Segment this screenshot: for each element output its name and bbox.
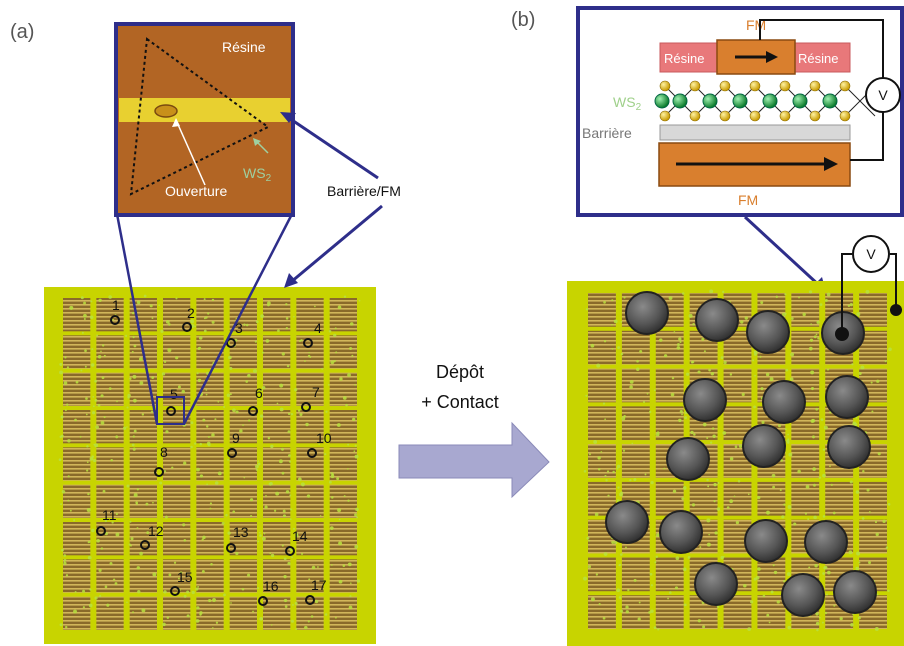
contact-pad: [683, 378, 727, 422]
site-number: 14: [292, 528, 308, 544]
site-marker: [226, 543, 236, 553]
contact-pad: [605, 500, 649, 544]
site-marker: [170, 586, 180, 596]
voltmeter-icon: [865, 77, 901, 113]
site-number: 17: [311, 577, 327, 593]
site-number: 1: [112, 297, 120, 313]
contact-pad: [742, 424, 786, 468]
site-marker: [305, 595, 315, 605]
opening: [154, 104, 178, 118]
site-marker: [285, 546, 295, 556]
contact-pads: [605, 291, 877, 617]
contact-pad: [781, 573, 825, 617]
contact-pad: [625, 291, 669, 335]
selection-box: [156, 396, 185, 425]
site-marker: [110, 315, 120, 325]
site-number: 15: [177, 569, 193, 585]
barrier-fm-arrow-substrate: [290, 204, 383, 284]
panel-a-label: (a): [10, 21, 34, 43]
site-number: 16: [263, 578, 279, 594]
measurement-circuit: V: [835, 235, 902, 341]
substrate-a: [44, 287, 376, 644]
site-marker: [303, 338, 313, 348]
barrier-fm-arrow-inset: [285, 114, 379, 180]
site-number: 10: [316, 430, 332, 446]
site-number: 5: [170, 386, 178, 402]
zoom-line-right: [182, 213, 294, 425]
site-number: 12: [148, 523, 164, 539]
site-number: 11: [102, 507, 117, 523]
inset-ws2-label: WS2: [243, 165, 272, 184]
contact-pad: [804, 520, 848, 564]
contact-pad: [666, 437, 710, 481]
barrier-stripe: [119, 98, 290, 122]
site-marker: [227, 448, 237, 458]
contact-pad: [695, 298, 739, 342]
device-schematic: Résine Résine FM WS2 Barrière FM V: [576, 6, 904, 217]
inset-micrograph: Résine Ouverture WS2: [114, 22, 295, 217]
barrier-layer: [659, 124, 851, 141]
voltmeter-label: V: [878, 87, 888, 103]
site-marker: [248, 406, 258, 416]
contact-pad: [833, 570, 877, 614]
site-number: 6: [255, 385, 263, 401]
site-number: 9: [232, 430, 240, 446]
site-number: 4: [314, 320, 322, 336]
site-marker: [301, 402, 311, 412]
opening-pointer: [175, 119, 206, 186]
contact-pad: [825, 375, 869, 419]
site-marker: [140, 540, 150, 550]
process-label-line2: + Contact: [421, 392, 499, 412]
site-number: 13: [233, 524, 249, 540]
ws2-lattice: [654, 80, 876, 122]
contact-pad: [762, 380, 806, 424]
resin-right: [794, 42, 851, 73]
schematic-pointer: [743, 215, 823, 289]
site-marker: [166, 406, 176, 416]
site-marker: [258, 596, 268, 606]
resin-left: [659, 42, 718, 73]
panel-b-label: (b): [511, 9, 535, 31]
voltmeter-b-icon: [852, 235, 890, 273]
process-arrow: [398, 421, 550, 499]
inset-opening-label: Ouverture: [165, 183, 227, 199]
process-label-line1: Dépôt: [436, 362, 484, 382]
contact-pad: [659, 510, 703, 554]
site-marker: [96, 526, 106, 536]
site-number: 2: [187, 305, 195, 321]
contact-pad: [827, 425, 871, 469]
contact-pad: [694, 562, 738, 606]
resin-right-label: Résine: [798, 51, 838, 66]
voltmeter-b-label: V: [866, 246, 876, 262]
barrier-label: Barrière: [582, 125, 632, 141]
resin-left-label: Résine: [664, 51, 704, 66]
contact-pad: [744, 519, 788, 563]
ws2-label: WS2: [613, 94, 642, 113]
fm-bottom-label: FM: [738, 192, 758, 208]
zoom-line-left: [115, 213, 159, 425]
site-number: 7: [312, 384, 320, 400]
inset-resin-label: Résine: [222, 39, 266, 55]
barrier-fm-label: Barrière/FM: [327, 183, 401, 199]
site-number: 3: [235, 320, 243, 336]
site-number: 8: [160, 444, 168, 460]
contact-pad: [746, 310, 790, 354]
ws2-flake-outline: [129, 37, 270, 196]
site-marker: [307, 448, 317, 458]
site-marker: [154, 467, 164, 477]
site-marker: [182, 322, 192, 332]
